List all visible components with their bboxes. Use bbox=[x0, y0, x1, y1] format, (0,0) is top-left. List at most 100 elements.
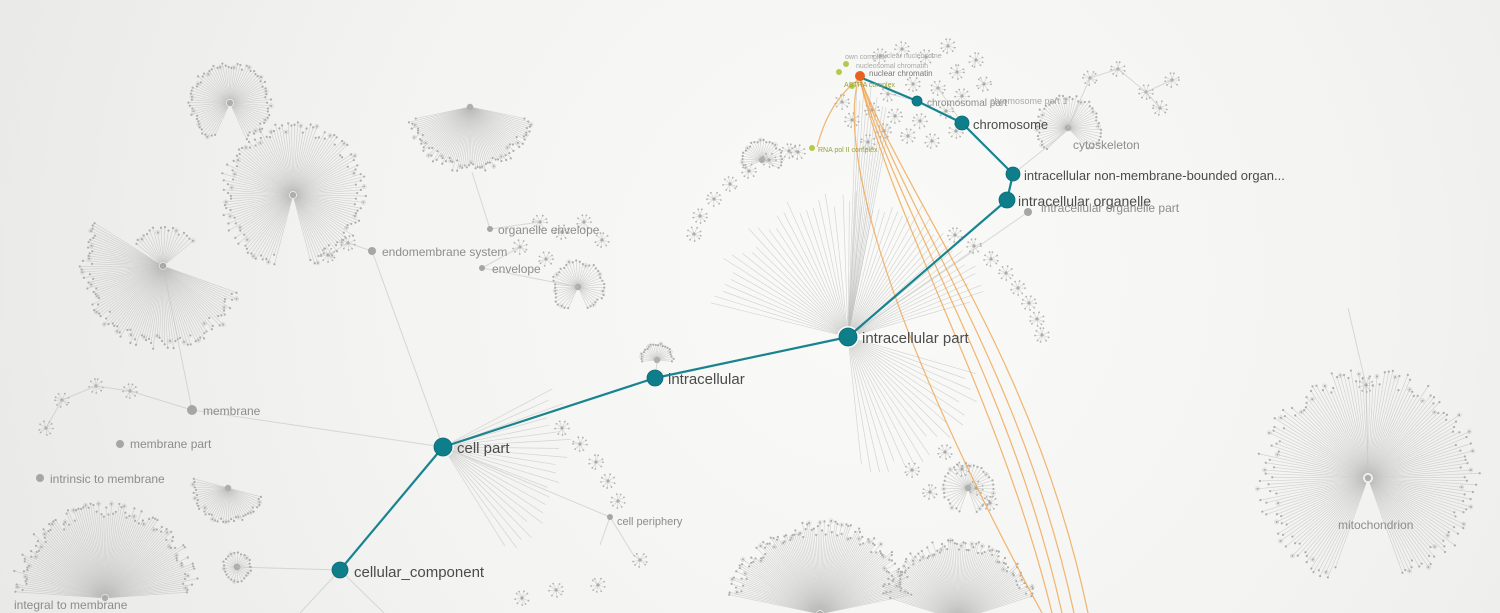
node-intrinsic-to-membrane bbox=[36, 474, 44, 482]
label-organelle-envelope[interactable]: organelle envelope bbox=[498, 223, 600, 237]
gray-edge bbox=[471, 171, 491, 230]
fan bbox=[552, 259, 606, 310]
gray-edge bbox=[1145, 91, 1161, 109]
leaf-burst bbox=[706, 191, 722, 207]
label-membrane-part[interactable]: membrane part bbox=[130, 437, 212, 451]
label-intracellular-organelle-part[interactable]: intracellular organelle part bbox=[1041, 201, 1180, 215]
label-chromosomal-part[interactable]: chromosomal part bbox=[927, 98, 1007, 109]
gray-edge bbox=[327, 242, 349, 256]
leaf-burst bbox=[918, 49, 934, 65]
label-cell-part[interactable]: cell part bbox=[457, 440, 510, 457]
node-chromatin-focus[interactable] bbox=[855, 71, 865, 81]
label-cytoskeleton[interactable]: cytoskeleton bbox=[1073, 138, 1140, 152]
leaf-burst bbox=[576, 214, 592, 230]
node-green-1[interactable] bbox=[843, 61, 849, 67]
node-chromosome[interactable] bbox=[954, 115, 970, 131]
label-nuclear-chromatin[interactable]: nuclear chromatin bbox=[869, 69, 933, 78]
label-own-complex[interactable]: own complex bbox=[845, 54, 886, 61]
gray-edge bbox=[129, 390, 193, 411]
teal-path-layer bbox=[339, 76, 1015, 571]
label-envelope[interactable]: envelope bbox=[492, 262, 541, 276]
label-nucleosomal-chromatin[interactable]: nucleosomal chromatin bbox=[856, 63, 928, 70]
fan bbox=[848, 86, 890, 327]
gray-edge bbox=[1347, 307, 1367, 386]
orange-edge bbox=[816, 79, 859, 148]
gray-edge bbox=[162, 265, 193, 411]
leaf-burst bbox=[968, 480, 984, 496]
gray-edge bbox=[236, 566, 341, 571]
label-intracellular-part[interactable]: intracellular part bbox=[862, 330, 970, 347]
leaf-burst bbox=[998, 265, 1014, 281]
node-envelope bbox=[479, 265, 485, 271]
teal-edge bbox=[847, 199, 1008, 338]
leaf-burst bbox=[1021, 295, 1037, 311]
gray-edge bbox=[599, 516, 611, 546]
node-green-3[interactable] bbox=[849, 83, 855, 89]
label-cellular-component[interactable]: cellular_component bbox=[354, 564, 485, 581]
fan bbox=[135, 226, 196, 270]
node-rna-pol-complex[interactable] bbox=[809, 145, 815, 151]
teal-edge bbox=[916, 100, 963, 124]
teal-edge bbox=[861, 76, 918, 103]
teal-edge bbox=[654, 335, 849, 380]
leaf-burst bbox=[588, 454, 604, 470]
label-intracellular-non-membrane-bounded-organelle[interactable]: intracellular non-membrane-bounded organ… bbox=[1024, 168, 1285, 183]
leaf-burst bbox=[761, 152, 777, 168]
gray-edge bbox=[847, 211, 1029, 338]
fan bbox=[842, 191, 984, 335]
teal-edge bbox=[442, 376, 656, 449]
leaf-burst bbox=[790, 144, 806, 160]
leaf-burst bbox=[937, 444, 953, 460]
fan bbox=[78, 222, 239, 350]
fan bbox=[1034, 94, 1103, 151]
gray-edge bbox=[95, 385, 131, 392]
node-intracellular[interactable] bbox=[646, 369, 664, 387]
leaf-burst bbox=[860, 134, 876, 150]
leaf-burst bbox=[594, 232, 610, 248]
orange-edge bbox=[860, 79, 1089, 613]
leaf-burst bbox=[692, 208, 708, 224]
node-chromosomal-part[interactable] bbox=[911, 95, 923, 107]
fan bbox=[882, 538, 1035, 613]
orange-edge bbox=[853, 80, 1043, 613]
leaf-burst bbox=[976, 76, 992, 92]
label-intracellular-organelle[interactable]: intracellular organelle bbox=[1018, 193, 1151, 209]
leaf-burst bbox=[1034, 327, 1050, 343]
leaf-burst bbox=[632, 552, 648, 568]
leaf-burst bbox=[548, 582, 564, 598]
label-cell-periphery[interactable]: cell periphery bbox=[617, 516, 683, 528]
label-membrane[interactable]: membrane bbox=[203, 404, 261, 418]
label-endomembrane-system[interactable]: endomembrane system bbox=[382, 245, 507, 259]
label-intracellular[interactable]: intracellular bbox=[668, 371, 745, 388]
fan bbox=[187, 62, 274, 141]
fan bbox=[739, 137, 785, 169]
node-cellular-component[interactable] bbox=[331, 561, 349, 579]
leaf-burst bbox=[947, 227, 963, 243]
label-mitochondrion[interactable]: mitochondrion bbox=[1338, 518, 1413, 532]
leaf-burst bbox=[924, 133, 940, 149]
node-intracellular-organelle[interactable] bbox=[998, 191, 1016, 209]
node-intracellular-non-membrane-bounded-organelle[interactable] bbox=[1005, 166, 1021, 182]
leaf-burst bbox=[905, 76, 921, 92]
label-astra-complex[interactable]: ASTRA complex bbox=[844, 82, 895, 89]
node-green-2[interactable] bbox=[836, 69, 842, 75]
leaf-burst bbox=[954, 88, 970, 104]
leaf-burst bbox=[1152, 100, 1168, 116]
leaf-burst bbox=[983, 251, 999, 267]
leaf-burst bbox=[922, 484, 938, 500]
label-integral-to-membrane[interactable]: integral to membrane bbox=[14, 598, 128, 612]
node-cell-periphery bbox=[607, 514, 613, 520]
node-intracellular-part[interactable] bbox=[838, 327, 858, 347]
gray-edge bbox=[339, 569, 385, 613]
label-nuclear-nucleosome[interactable]: nuclear nucleosome bbox=[879, 53, 942, 60]
label-chromosome[interactable]: chromosome bbox=[973, 117, 1048, 132]
leaf-burst bbox=[887, 108, 903, 124]
node-cell-part[interactable] bbox=[433, 437, 453, 457]
fan bbox=[728, 518, 913, 613]
leaf-burst bbox=[949, 64, 965, 80]
label-chromosome-part-1[interactable]: chromosome part 1 bbox=[990, 96, 1068, 106]
label-intrinsic-to-membrane[interactable]: intrinsic to membrane bbox=[50, 472, 165, 486]
label-rna-pol-complex[interactable]: RNA pol II complex bbox=[818, 147, 878, 154]
